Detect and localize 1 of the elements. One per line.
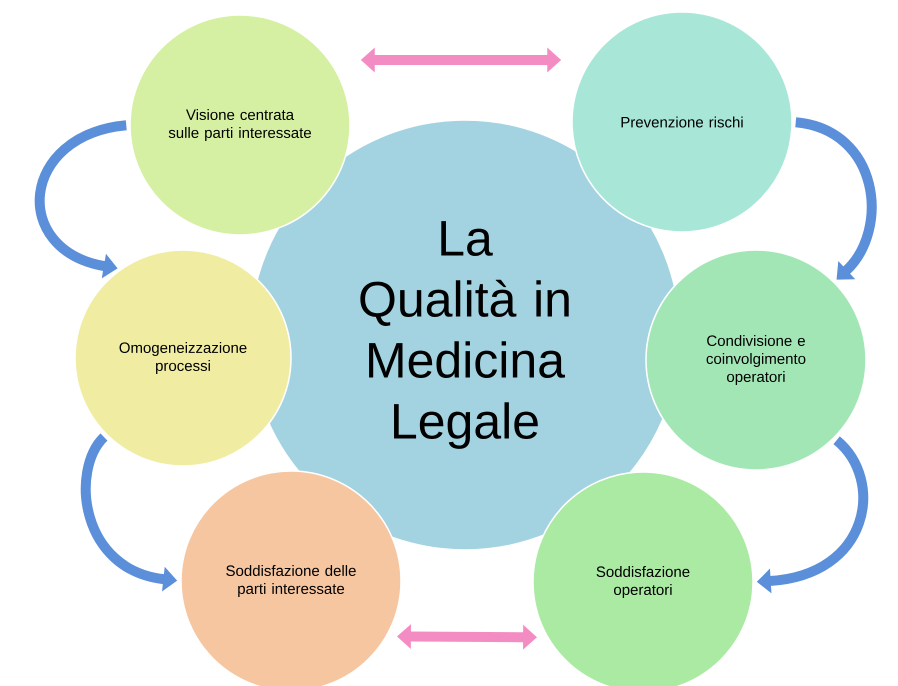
curved-arrow [794, 117, 876, 280]
